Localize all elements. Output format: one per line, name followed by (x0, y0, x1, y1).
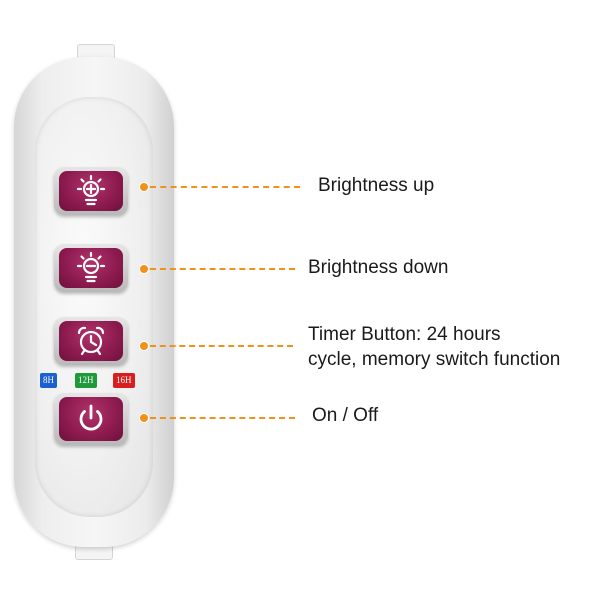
brightness-up-button[interactable] (54, 167, 128, 215)
brightness-down-label: Brightness down (308, 257, 449, 278)
timer-label-line1: Timer Button: 24 hours (308, 324, 501, 345)
brightness-up-callout-dot (139, 182, 149, 192)
brightness-down-leader-line (150, 268, 295, 270)
brightness-down-callout-dot (139, 264, 149, 274)
timer-leader-line (150, 345, 293, 347)
power-button[interactable] (54, 393, 128, 445)
brightness-up-label: Brightness up (318, 175, 435, 196)
on-off-leader-line (150, 417, 295, 419)
alarm-clock-icon (77, 326, 105, 356)
button-panel (35, 97, 153, 517)
timer-button[interactable] (54, 317, 128, 365)
timer-badge-16h: 16H (113, 373, 135, 388)
remote-controller: 8H 12H 16H (14, 57, 174, 547)
on-off-callout-dot (139, 413, 149, 423)
sun-minus-icon (76, 251, 106, 283)
power-icon (79, 404, 103, 431)
sun-plus-icon (76, 174, 106, 206)
on-off-label: On / Off (312, 405, 379, 426)
timer-label-line2: cycle, memory switch function (308, 349, 561, 370)
timer-badge-12h: 12H (75, 373, 97, 388)
brightness-down-button[interactable] (54, 244, 128, 292)
brightness-up-leader-line (150, 186, 300, 188)
timer-callout-dot (139, 341, 149, 351)
timer-badge-8h: 8H (40, 373, 57, 388)
